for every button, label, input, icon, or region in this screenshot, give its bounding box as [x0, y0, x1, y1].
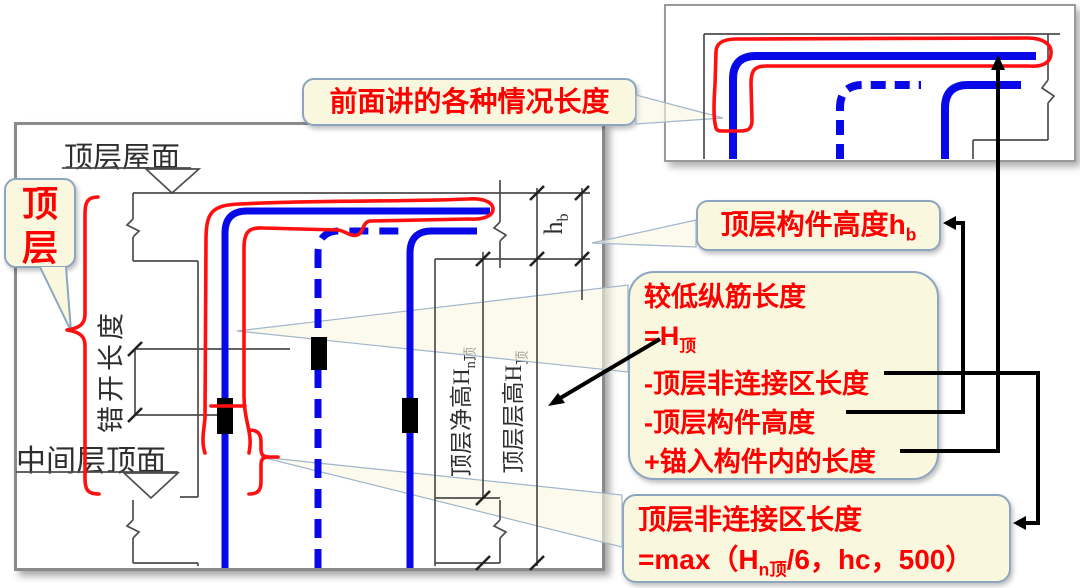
inset-rebar-long	[729, 52, 1036, 159]
non-connection-line2-sub: n顶	[758, 559, 787, 580]
lower-bar-line3: -顶层非连接区长度	[644, 369, 869, 400]
non-connection-line2-pre: =max（H	[638, 544, 759, 575]
callout-member-height: 顶层构件高度hb	[696, 200, 941, 251]
dimension-ticks	[127, 185, 590, 571]
coupler-right	[402, 398, 418, 433]
lower-bar-line2-sub: 顶	[679, 336, 697, 356]
lower-bar-line1: 较低纵筋长度	[644, 282, 806, 312]
non-connection-line1: 顶层非连接区长度	[638, 504, 863, 535]
left-wall-lower	[125, 500, 199, 566]
callout-previous-cases: 前面讲的各种情况长度	[302, 78, 637, 126]
coupler-left	[217, 398, 233, 434]
connector-anchor-length	[900, 64, 1000, 453]
left-wall-upper	[125, 193, 199, 498]
coupler-middle	[311, 337, 327, 370]
connector-lower-bar-diagonal	[555, 337, 662, 402]
beam-lower-bar	[236, 284, 629, 373]
lower-break-line	[492, 500, 508, 563]
red-brace-noncon	[247, 428, 280, 496]
beam-previous-cases	[635, 94, 724, 125]
beam-member-height	[591, 219, 697, 248]
arrow-left-into-noncon	[1013, 516, 1026, 530]
arrow-diagonal-tip	[548, 393, 565, 406]
lower-bar-line5: +锚入构件内的长度	[644, 447, 876, 478]
beam-non-connection	[260, 456, 623, 548]
callout-top-floor: 顶层	[4, 178, 76, 268]
rebar-short	[406, 227, 477, 568]
red-brace-top-floor	[65, 195, 101, 496]
callout-non-connection-zone: 顶层非连接区长度 =max（Hn顶/6，hc，500）	[622, 494, 1011, 583]
non-connection-line2: =max（Hn顶/6，hc，500）	[638, 540, 1009, 588]
mid-floor-triangle	[121, 472, 181, 500]
inset-rebar-dashed	[836, 81, 921, 159]
rebar-dashed	[314, 227, 405, 568]
member-height-sub: b	[905, 224, 917, 245]
tail-top-floor	[39, 266, 72, 332]
rebar-long	[221, 207, 490, 568]
non-connection-line2-post: /6，hc，500）	[786, 544, 974, 575]
lower-bar-line4: -顶层构件高度	[644, 408, 815, 439]
red-rebar-outline	[201, 197, 495, 455]
member-height-base: 顶层构件高度h	[720, 209, 906, 240]
callout-lower-bar-length: 较低纵筋长度 =H顶 -顶层非连接区长度 -顶层构件高度 +锚入构件内的长度	[628, 271, 939, 480]
inset-wall-lines	[703, 33, 1060, 159]
beam-break-line	[492, 180, 508, 268]
inset-rebar-short	[941, 81, 1021, 159]
arrow-up-into-inset	[991, 55, 1005, 70]
inset-red-outline	[712, 36, 1053, 133]
connector-member-height	[846, 221, 965, 414]
arrow-left-into-member	[943, 216, 956, 230]
roof-pointer-triangle	[143, 168, 202, 195]
